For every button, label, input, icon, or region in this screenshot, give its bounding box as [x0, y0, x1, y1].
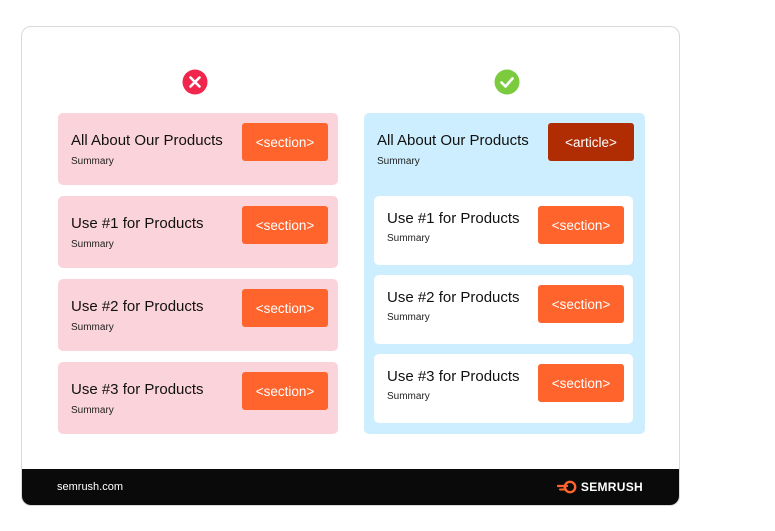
box-title: Use #2 for Products	[387, 289, 520, 306]
box-title: Use #1 for Products	[387, 210, 520, 227]
section-tag: <section>	[538, 206, 624, 244]
check-circle-icon	[494, 69, 520, 95]
brand-logo: SEMRUSH	[556, 480, 643, 494]
right-box-3: Use #3 for Products Summary <section>	[374, 354, 633, 423]
box-summary: Summary	[71, 405, 114, 416]
box-summary: Summary	[71, 239, 114, 250]
diagram-card: All About Our Products Summary <section>…	[21, 26, 680, 506]
box-title: Use #1 for Products	[71, 215, 204, 232]
section-tag: <section>	[538, 285, 624, 323]
left-box-3: Use #3 for Products Summary <section>	[58, 362, 338, 434]
box-title: Use #3 for Products	[71, 381, 204, 398]
footer-bar: semrush.com SEMRUSH	[22, 469, 679, 505]
box-summary: Summary	[387, 233, 430, 244]
box-title: Use #2 for Products	[71, 298, 204, 315]
left-box-2: Use #2 for Products Summary <section>	[58, 279, 338, 351]
box-title: Use #3 for Products	[387, 368, 520, 385]
section-tag: <section>	[538, 364, 624, 402]
box-summary: Summary	[387, 391, 430, 402]
brand-name: SEMRUSH	[580, 480, 643, 494]
article-panel: All About Our Products Summary <article>…	[364, 113, 645, 434]
right-box-1: Use #1 for Products Summary <section>	[374, 196, 633, 265]
article-title: All About Our Products	[377, 132, 529, 149]
box-summary: Summary	[71, 156, 114, 167]
left-box-1: Use #1 for Products Summary <section>	[58, 196, 338, 268]
article-summary: Summary	[377, 156, 420, 167]
x-circle-icon	[182, 69, 208, 95]
semrush-logo-icon	[556, 480, 577, 494]
section-tag: <section>	[242, 206, 328, 244]
footer-url[interactable]: semrush.com	[57, 481, 124, 493]
section-tag: <section>	[242, 372, 328, 410]
box-summary: Summary	[387, 312, 430, 323]
section-tag: <section>	[242, 123, 328, 161]
section-tag: <section>	[242, 289, 328, 327]
box-title: All About Our Products	[71, 132, 223, 149]
box-summary: Summary	[71, 322, 114, 333]
right-box-2: Use #2 for Products Summary <section>	[374, 275, 633, 344]
article-tag: <article>	[548, 123, 634, 161]
left-box-0: All About Our Products Summary <section>	[58, 113, 338, 185]
